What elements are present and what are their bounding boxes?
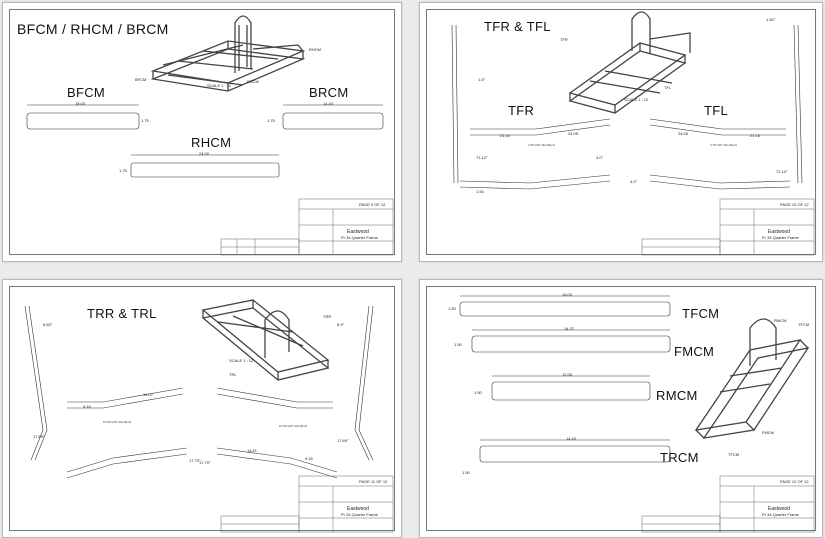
- rhcm-label: RHCM: [191, 135, 232, 150]
- dim-d: 14.07: [143, 392, 154, 397]
- tfcm-diameter-dim: 1.50: [448, 306, 456, 311]
- scale-label: SCALE 1 : 12: [624, 97, 649, 102]
- trcm-length-dim: 14.43: [566, 436, 577, 441]
- callout-fmcm: FMCM: [762, 430, 774, 435]
- callout-brcm: BRCM: [247, 79, 259, 84]
- brcm-label: BRCM: [309, 85, 349, 100]
- angle-dim-2: 1.50°: [766, 17, 776, 22]
- trcm-label: TRCM: [660, 450, 699, 465]
- callout-tfl: TFL: [664, 85, 672, 90]
- dim-i: 17.70°: [189, 458, 201, 463]
- frame-isometric-view: [451, 11, 815, 256]
- bfcm-length-dim: 18.00: [75, 101, 86, 106]
- rmcm-length-dim: 12.08: [562, 372, 573, 377]
- bfcm-diameter-dim: 1.75: [141, 118, 149, 123]
- tfr-dim-a: 21.16: [500, 133, 511, 138]
- dim-g: 17.69°: [33, 434, 45, 439]
- tfr-dim-b: 24.05: [568, 131, 579, 136]
- sheet-border: [426, 9, 816, 255]
- callout-rhcm: RHCM: [309, 47, 321, 52]
- dim-f-bend: 16.59"x30" Abs Bend: [279, 424, 308, 428]
- dim-a: 8.83°: [43, 322, 53, 327]
- fmcm-length-dim: 14.37: [564, 326, 575, 331]
- tfr-label: TFR: [508, 103, 535, 118]
- callout-bfcm: BFCM: [135, 77, 147, 82]
- title-block-company: Eastwood: [768, 506, 790, 512]
- dim-b: 8.9°: [337, 322, 345, 327]
- frame-isometric-view: [26, 15, 394, 256]
- frame-isometric-view: [24, 299, 394, 533]
- drawing-sheet-page-9[interactable]: BFCM / RHCM / BRCM: [2, 2, 402, 262]
- dim-e-bend: 16.59"x30" Abs Bend: [103, 420, 132, 424]
- fmcm-label: FMCM: [674, 344, 715, 359]
- callout-tfcm: TFCM: [798, 322, 810, 327]
- brcm-diameter-dim: 1.75: [267, 118, 275, 123]
- dim-c: 9.16: [83, 404, 91, 409]
- drawing-sheet-page-12[interactable]: TFCM FMCM RMCM TRCM 18.00 1.50 14.37 1.5…: [419, 279, 823, 538]
- rhcm-length-dim: 24.00: [199, 151, 210, 156]
- sheet-title: TFR & TFL: [484, 19, 551, 34]
- angle-dim-4: 4.0°: [596, 155, 604, 160]
- title-block-drawing: Pr 34 Quarter Frame: [341, 512, 378, 517]
- tfl-label: TFL: [704, 103, 729, 118]
- rhcm-diameter-dim: 1.75: [119, 168, 127, 173]
- bfcm-label: BFCM: [67, 85, 106, 100]
- brcm-length-dim: 14.43: [323, 101, 334, 106]
- sheet-title: BFCM / RHCM / BRCM: [17, 21, 169, 37]
- rmcm-diameter-dim: 1.50: [474, 390, 482, 395]
- dim-k: 14.51: [247, 448, 258, 453]
- title-block-page: PAGE 10 OF 12: [780, 202, 809, 207]
- title-block-company: Eastwood: [347, 229, 369, 235]
- title-block-drawing: Pr 34 Quarter Frame: [341, 235, 378, 240]
- title-block-page: PAGE 9 OF 12: [359, 202, 386, 207]
- angle-dim-1: 1.5°: [478, 77, 486, 82]
- dim-l: 9.16: [305, 456, 313, 461]
- rmcm-label: RMCM: [656, 388, 698, 403]
- title-block-page: PAGE 11 OF 12: [359, 479, 388, 484]
- callout-trl: TRL: [229, 372, 237, 377]
- tfcm-length-dim: 18.00: [562, 292, 573, 297]
- fmcm-diameter-dim: 1.50: [454, 342, 462, 347]
- tfl-dim-b: 21.16: [750, 133, 761, 138]
- title-block-company: Eastwood: [347, 506, 369, 512]
- sheet-border: [9, 9, 395, 255]
- tfl-dim-a: 24.05: [678, 131, 689, 136]
- title-block-drawing: Pr 34 Quarter Frame: [762, 235, 799, 240]
- dim-h: 17.69°: [337, 438, 349, 443]
- angle-dim-7: 1.50: [476, 189, 484, 194]
- dim-j: 17.70°: [199, 460, 211, 465]
- tfcm-label: TFCM: [682, 306, 720, 321]
- sheet-title: TRR & TRL: [87, 306, 157, 321]
- callout-trr: TRR: [323, 314, 332, 319]
- sheet-border: [426, 286, 816, 531]
- callout-tfr: TFR: [560, 37, 568, 42]
- title-block-page: PAGE 12 OF 12: [780, 479, 809, 484]
- sheet-border: [9, 286, 395, 531]
- frame-isometric-view: [459, 295, 815, 533]
- title-block-drawing: Pr 34 Quarter Frame: [762, 512, 799, 517]
- trcm-diameter-dim: 1.50: [462, 470, 470, 475]
- angle-dim-6: 71.12°: [776, 169, 788, 174]
- angle-dim-5: 4.0°: [630, 179, 638, 184]
- scale-label: SCALE 1 : 12: [207, 83, 232, 88]
- tfr-bend-note: 4.75"x30" Abs Bend: [528, 143, 555, 147]
- drawing-sheet-page-11[interactable]: TRR & TRL: [2, 279, 402, 538]
- angle-dim-3: 71.12°: [476, 155, 488, 160]
- tfl-bend-note: 4.75"x30" Abs Bend: [710, 143, 737, 147]
- callout-trcm: TFCM: [728, 452, 740, 457]
- callout-rmcm: RMCM: [774, 318, 787, 323]
- drawing-sheet-page-10[interactable]: TFR & TFL: [419, 2, 823, 262]
- title-block-company: Eastwood: [768, 229, 790, 235]
- scale-label: SCALE 1 : 12: [229, 358, 254, 363]
